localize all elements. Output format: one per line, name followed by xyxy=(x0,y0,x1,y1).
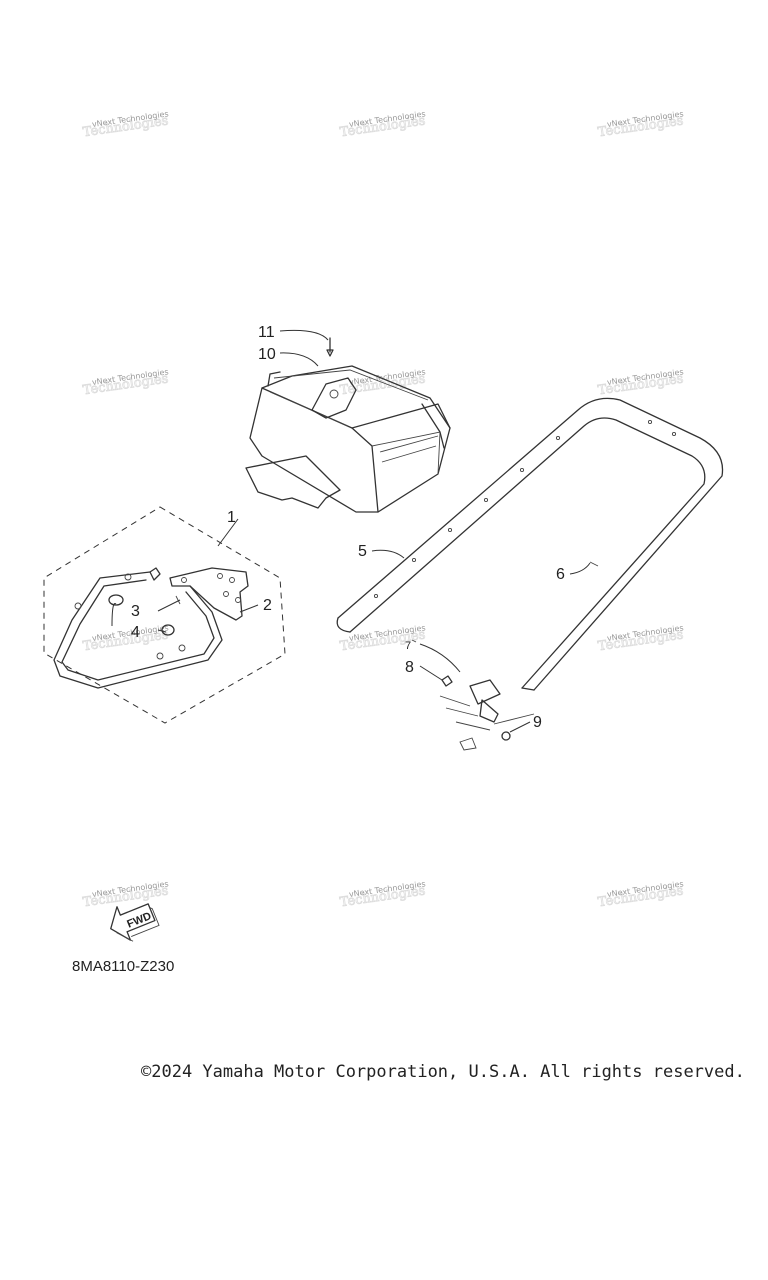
callout-4: 4 xyxy=(131,624,140,641)
callout-10: 10 xyxy=(258,346,276,363)
fwd-label: FWD xyxy=(125,910,153,931)
callout-8: 8 xyxy=(405,659,414,676)
callout-9: 9 xyxy=(533,714,542,731)
bracket-kit-outline xyxy=(43,506,286,724)
kit-fasteners-part xyxy=(108,594,181,636)
bracket-frame-part xyxy=(53,567,223,689)
diagram-code: 8MA8110-Z230 xyxy=(72,958,175,975)
screw-part xyxy=(326,337,334,357)
mounting-plate-part xyxy=(169,567,249,621)
cargo-bag-part xyxy=(245,365,451,513)
rail-fasteners-part xyxy=(411,561,599,741)
callout-7: 7 xyxy=(405,640,411,652)
callout-11: 11 xyxy=(258,324,275,341)
leader-lines xyxy=(111,329,591,733)
callout-labels: 11 10 1 2 3 4 5 6 7 8 9 xyxy=(131,324,565,731)
callout-3: 3 xyxy=(131,603,140,620)
rail-end-fitting-part xyxy=(439,679,535,751)
rail-tube-part xyxy=(336,397,724,691)
callout-2: 2 xyxy=(263,597,272,614)
copyright-notice: ©2024 Yamaha Motor Corporation, U.S.A. A… xyxy=(141,1062,745,1082)
callout-5: 5 xyxy=(358,543,367,560)
callout-1: 1 xyxy=(227,509,236,526)
callout-6: 6 xyxy=(556,566,565,583)
